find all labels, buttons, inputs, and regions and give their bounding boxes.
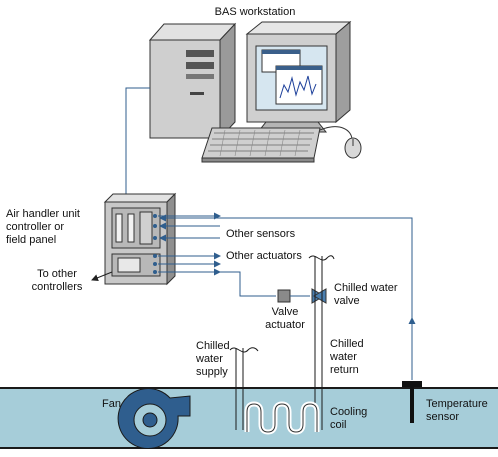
cooling-coil — [244, 401, 320, 435]
chilled-water-valve — [311, 288, 327, 304]
chilled-water-supply-label: Chilled water supply — [196, 340, 230, 378]
workstation-link — [125, 87, 150, 202]
computer-tower — [148, 22, 237, 140]
valve-actuator — [277, 289, 291, 303]
chilled-water-valve-label: Chilled water valve — [334, 282, 398, 307]
cooling-coil-label: Cooling coil — [330, 406, 368, 431]
controller-label: Air handler unit controller or field pan… — [6, 208, 80, 246]
keyboard — [201, 127, 321, 163]
temperature-sensor-label: Temperature sensor — [426, 398, 488, 423]
fan — [117, 388, 191, 450]
chilled-water-return-label: Chilled water return — [330, 338, 364, 376]
controller-panel — [103, 192, 177, 286]
to-other-controllers-label: To other controllers — [31, 268, 83, 293]
mouse — [319, 126, 362, 159]
fan-label: Fan — [102, 398, 121, 410]
workstation-label: BAS workstation — [214, 6, 296, 18]
signal-wires — [158, 212, 416, 380]
other-actuators-label: Other actuators — [226, 250, 302, 262]
computer-monitor — [245, 20, 352, 133]
chilled-water-piping — [229, 255, 335, 430]
valve-actuator-label: Valve actuator — [265, 306, 305, 331]
temperature-sensor — [402, 381, 422, 423]
to-other-controllers-arrow — [91, 271, 113, 282]
other-sensors-label: Other sensors — [226, 228, 296, 240]
